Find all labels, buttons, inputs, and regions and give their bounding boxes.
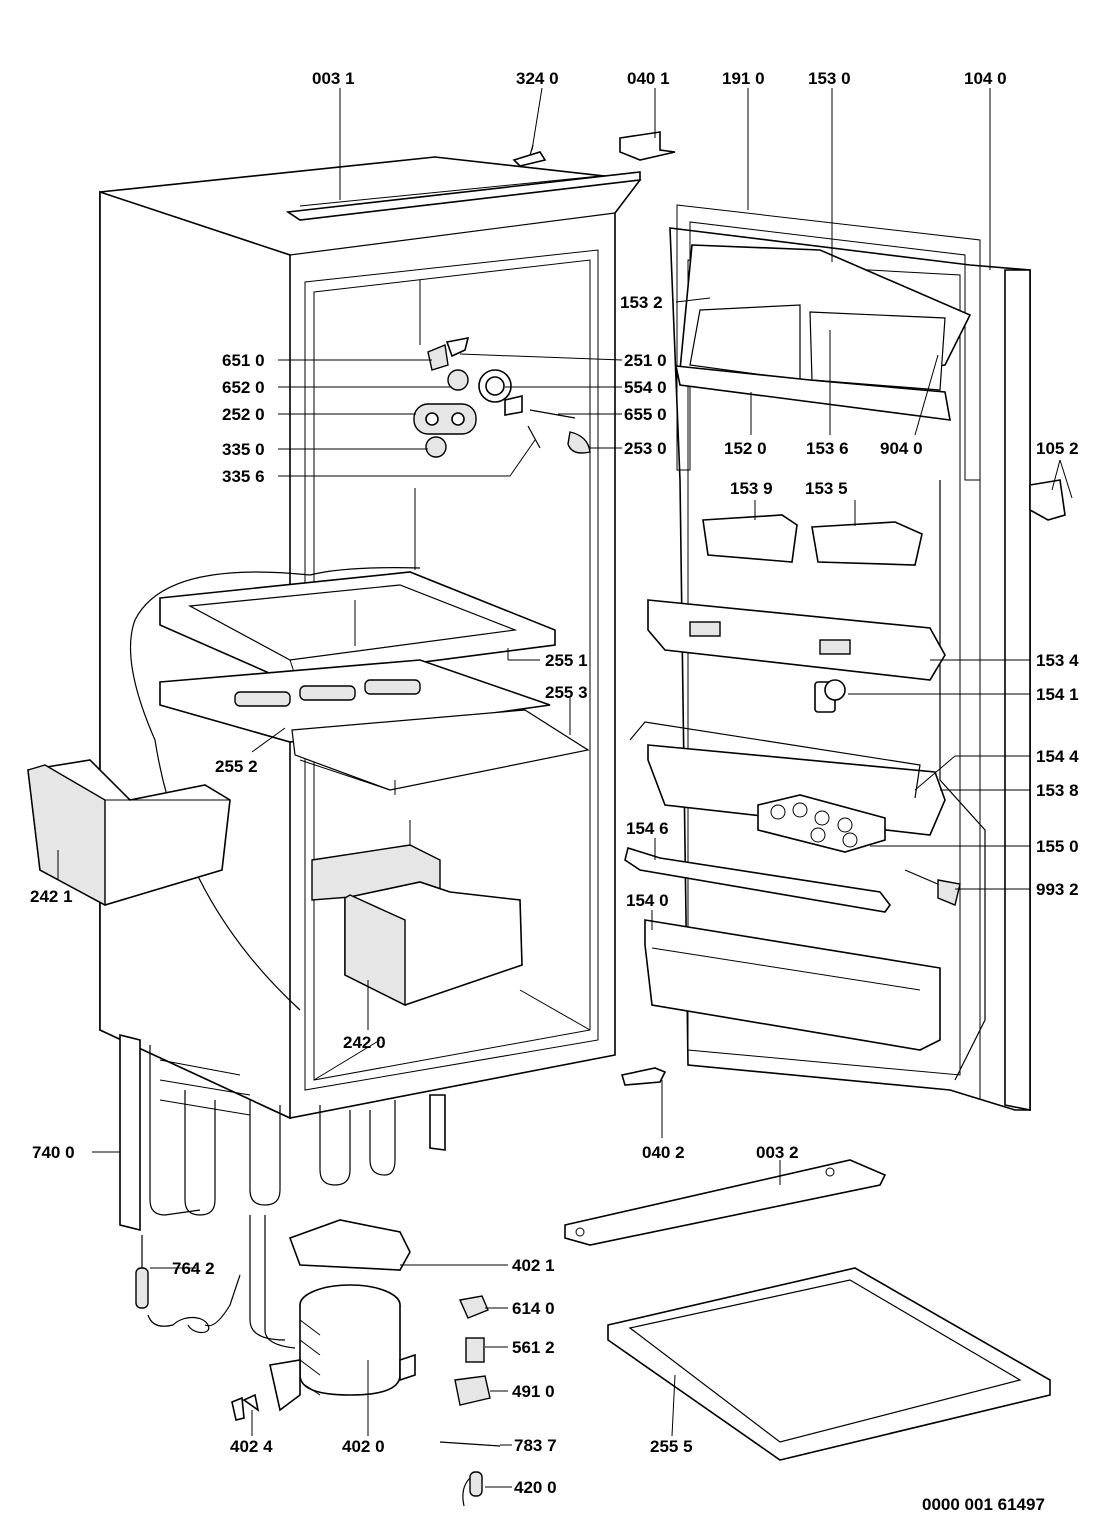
part-clip-324 xyxy=(512,144,547,167)
bottle-guard-1546 xyxy=(624,846,891,913)
label-1530: 153 0 xyxy=(808,69,851,88)
label-1532: 153 2 xyxy=(620,293,663,312)
label-1536: 153 6 xyxy=(806,439,849,458)
label-1544: 154 4 xyxy=(1036,747,1079,766)
label-2552: 255 2 xyxy=(215,757,258,776)
hinge-0402 xyxy=(620,1067,667,1086)
door-shelf-1538 xyxy=(629,721,946,836)
compressor xyxy=(249,1215,416,1412)
label-2420: 242 0 xyxy=(343,1033,386,1052)
label-7400: 740 0 xyxy=(32,1143,75,1162)
label-2510: 251 0 xyxy=(624,351,667,370)
label-7837: 783 7 xyxy=(514,1436,557,1455)
label-4024: 402 4 xyxy=(230,1437,273,1456)
label-2530: 253 0 xyxy=(624,439,667,458)
label-3240: 324 0 xyxy=(516,69,559,88)
label-2551: 255 1 xyxy=(545,651,588,670)
part-hinge-0401 xyxy=(619,131,676,161)
door-gasket xyxy=(676,204,981,481)
hinge-1052 xyxy=(1029,479,1066,521)
label-6510: 651 0 xyxy=(222,351,265,370)
capillary-sensor xyxy=(135,1235,241,1334)
light-thermostat-parts xyxy=(413,280,591,570)
label-1040: 104 0 xyxy=(964,69,1007,88)
door-bin-large-1540 xyxy=(644,919,941,1051)
label-1546: 154 6 xyxy=(626,819,669,838)
label-5540: 554 0 xyxy=(624,378,667,397)
top-rail xyxy=(285,171,641,221)
label-2555: 255 5 xyxy=(650,1437,693,1456)
label-1540: 154 0 xyxy=(626,891,669,910)
label-0031: 003 1 xyxy=(312,69,355,88)
egg-tray-1550 xyxy=(757,794,886,853)
label-2520: 252 0 xyxy=(222,405,265,424)
label-0401: 040 1 xyxy=(627,69,670,88)
door-shelf-1534 xyxy=(647,599,946,681)
label-0032: 003 2 xyxy=(756,1143,799,1162)
label-1052: 105 2 xyxy=(1036,439,1079,458)
label-1910: 191 0 xyxy=(722,69,765,88)
label-2553: 255 3 xyxy=(545,683,588,702)
label-1541: 154 1 xyxy=(1036,685,1079,704)
label-6550: 655 0 xyxy=(624,405,667,424)
door-bin-small-1535 xyxy=(811,521,923,566)
label-2421: 242 1 xyxy=(30,887,73,906)
label-4200: 420 0 xyxy=(514,1478,557,1497)
label-9932: 993 2 xyxy=(1036,880,1079,899)
label-6140: 614 0 xyxy=(512,1299,555,1318)
bottom-rail-0032 xyxy=(564,1159,887,1246)
label-1538: 153 8 xyxy=(1036,781,1079,800)
label-1535: 153 5 xyxy=(805,479,848,498)
dairy-compartment xyxy=(674,244,972,421)
label-7642: 764 2 xyxy=(172,1259,215,1278)
label-0402: 040 2 xyxy=(642,1143,685,1162)
label-3356: 335 6 xyxy=(222,467,265,486)
label-1534: 153 4 xyxy=(1036,651,1079,670)
label-5612: 561 2 xyxy=(512,1338,555,1357)
condenser xyxy=(119,1033,446,1232)
label-3350: 335 0 xyxy=(222,440,265,459)
label-4021: 402 1 xyxy=(512,1256,555,1275)
part-labels: 003 1 324 0 040 1 191 0 153 0 104 0 153 … xyxy=(30,69,1079,1514)
door-bin-small-1539 xyxy=(702,514,798,563)
document-number: 0000 001 61497 xyxy=(922,1495,1045,1514)
glass-shelf-upper xyxy=(159,571,556,681)
label-1539: 153 9 xyxy=(730,479,773,498)
part-1541 xyxy=(814,679,846,713)
drawer-2420 xyxy=(311,780,523,1007)
crisper-cover-2555 xyxy=(607,1267,1051,1461)
label-6520: 652 0 xyxy=(222,378,265,397)
label-4910: 491 0 xyxy=(512,1382,555,1401)
label-9040: 904 0 xyxy=(880,439,923,458)
leader-lines xyxy=(57,87,1073,1488)
part-9932 xyxy=(904,869,961,906)
drawer-2421 xyxy=(27,759,231,907)
label-1520: 152 0 xyxy=(724,439,767,458)
glass-shelf-lower xyxy=(159,659,590,791)
small-electrical-parts xyxy=(231,1295,501,1507)
label-4020: 402 0 xyxy=(342,1437,385,1456)
label-1550: 155 0 xyxy=(1036,837,1079,856)
